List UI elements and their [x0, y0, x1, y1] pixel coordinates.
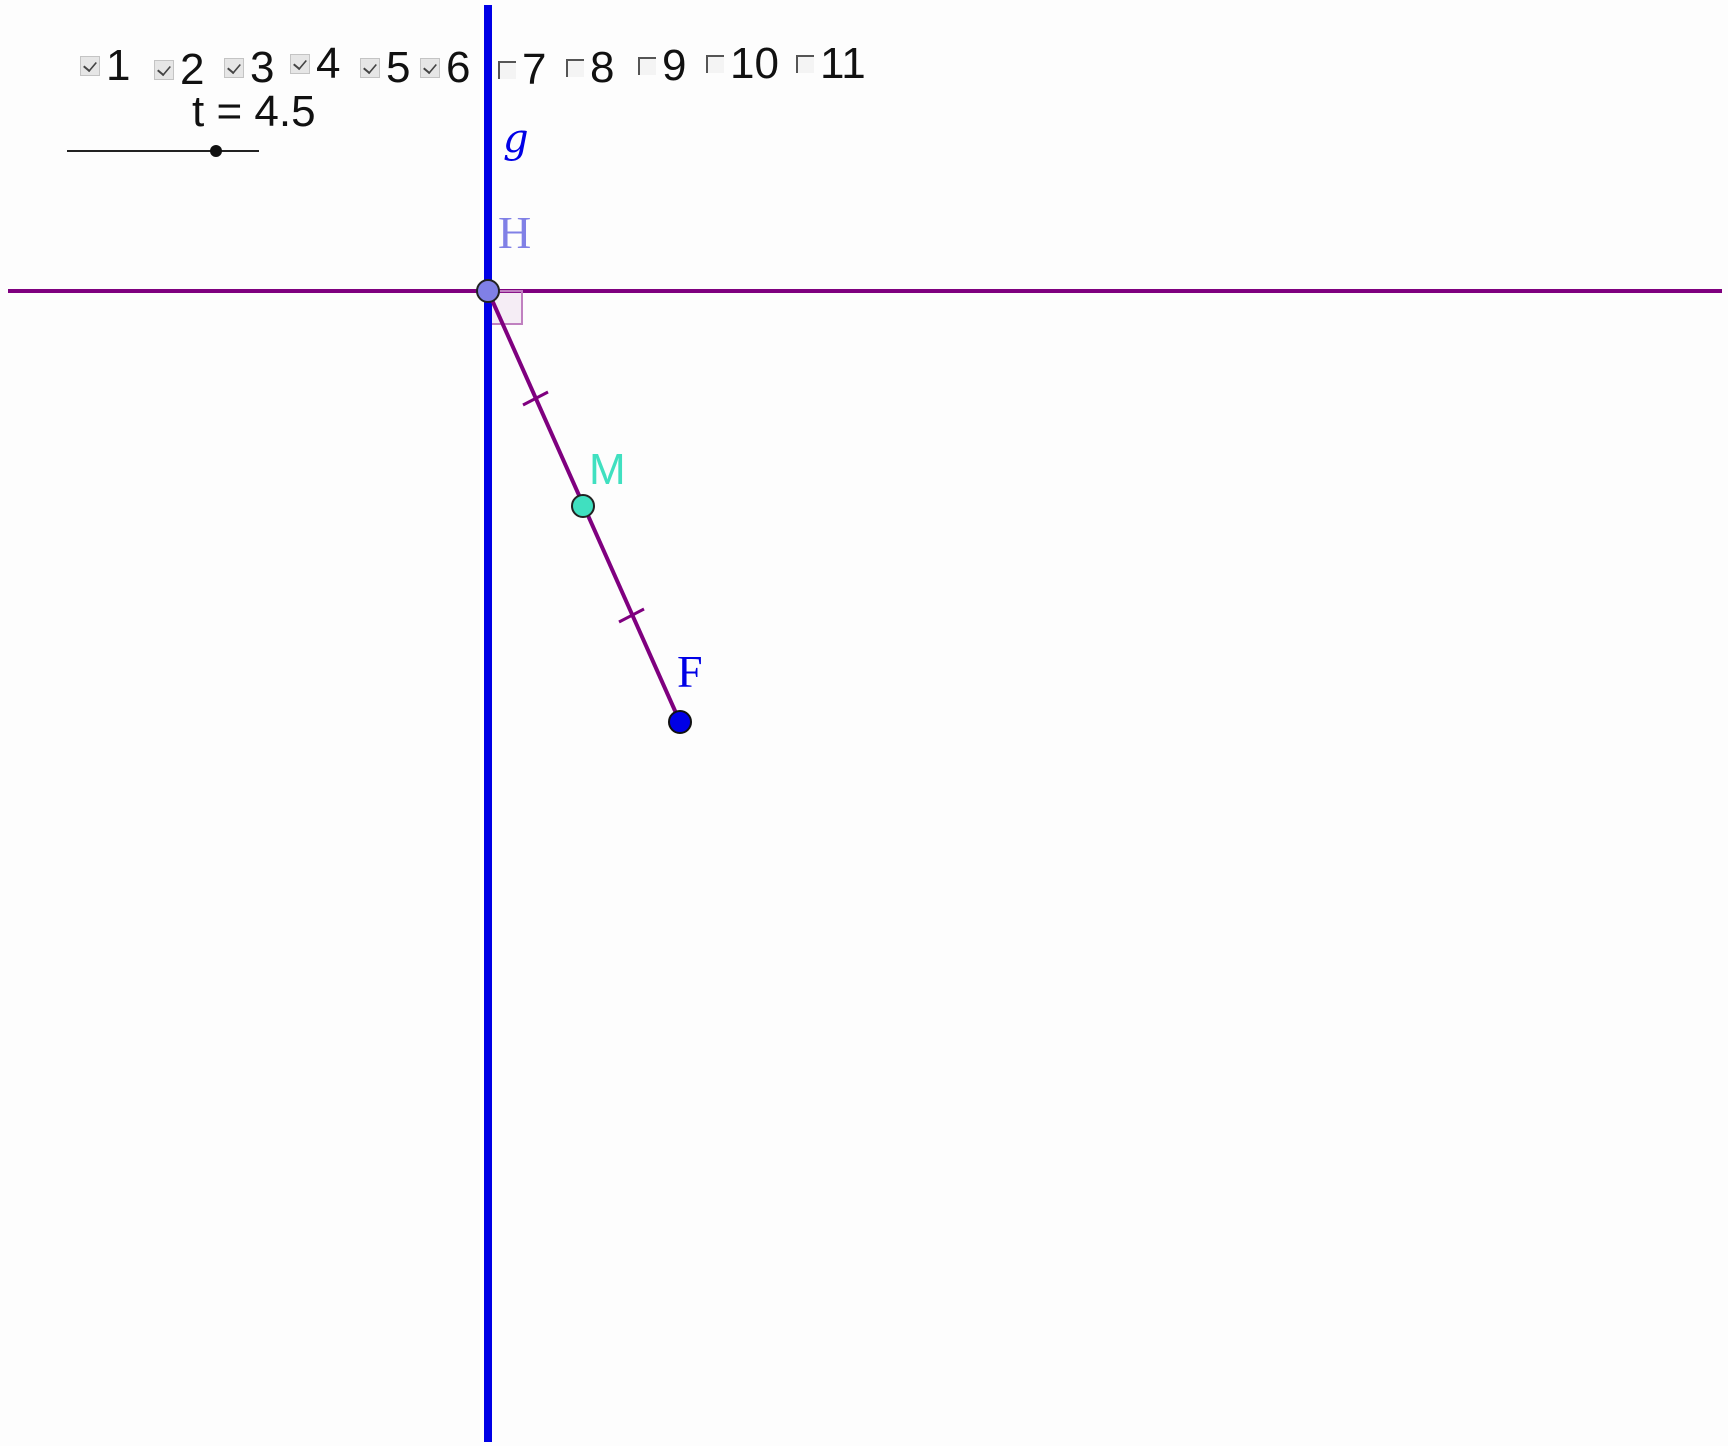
slider-handle[interactable] — [210, 145, 222, 157]
checkbox-9[interactable]: 9 — [638, 44, 686, 88]
checkbox-6-box[interactable] — [420, 58, 440, 78]
checkbox-2-box[interactable] — [154, 60, 174, 80]
checkbox-2[interactable]: 2 — [154, 48, 204, 92]
checkbox-5-box[interactable] — [360, 58, 380, 78]
checkbox-1[interactable]: 1 — [80, 44, 130, 88]
checkbox-6[interactable]: 6 — [420, 46, 470, 90]
checkbox-5[interactable]: 5 — [360, 46, 410, 90]
tick-mark-HM — [522, 390, 549, 407]
checkbox-4[interactable]: 4 — [290, 42, 340, 86]
point-M-label: M — [589, 445, 626, 494]
line-g-label: g — [503, 116, 529, 162]
checkbox-10[interactable]: 10 — [706, 42, 779, 86]
checkbox-4-label: 4 — [316, 39, 341, 88]
checkbox-8[interactable]: 8 — [566, 46, 614, 90]
checkbox-11-box[interactable] — [796, 55, 814, 73]
checkbox-7[interactable]: 7 — [498, 48, 546, 92]
point-F[interactable] — [668, 710, 692, 734]
checkbox-11[interactable]: 11 — [796, 42, 866, 86]
checkbox-8-label: 8 — [590, 43, 615, 92]
checkbox-1-box[interactable] — [80, 56, 100, 76]
tick-mark-MF — [618, 607, 645, 624]
checkbox-9-box[interactable] — [638, 57, 656, 75]
checkbox-6-label: 6 — [446, 43, 471, 92]
checkbox-4-box[interactable] — [290, 54, 310, 74]
checkbox-11-label: 11 — [820, 39, 866, 88]
point-M[interactable] — [571, 494, 595, 518]
checkbox-9-label: 9 — [662, 41, 687, 90]
checkbox-1-label: 1 — [106, 41, 131, 90]
checkbox-2-label: 2 — [180, 45, 205, 94]
checkbox-3[interactable]: 3 — [224, 46, 274, 90]
point-F-label: F — [677, 646, 703, 697]
checkbox-3-box[interactable] — [224, 58, 244, 78]
checkbox-8-box[interactable] — [566, 59, 584, 77]
checkbox-7-box[interactable] — [498, 61, 516, 79]
checkbox-3-label: 3 — [250, 43, 275, 92]
point-H-label: H — [498, 207, 531, 258]
slider-value-label: t = 4.5 — [192, 87, 316, 136]
point-H[interactable] — [476, 279, 500, 303]
checkbox-10-box[interactable] — [706, 55, 724, 73]
checkbox-5-label: 5 — [386, 43, 411, 92]
checkbox-10-label: 10 — [730, 39, 779, 88]
checkbox-7-label: 7 — [522, 45, 547, 94]
